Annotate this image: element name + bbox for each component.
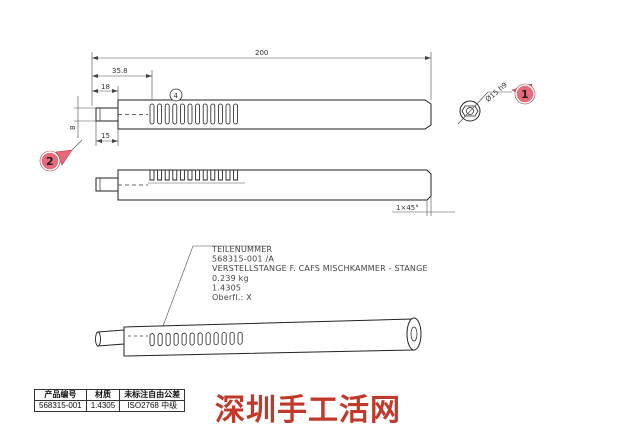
rack-slot-iso [213,332,219,346]
rack-slot-iso [165,333,171,346]
rack-slot [202,103,208,125]
rack-slots-isometric [149,331,243,347]
part-note-line: 1.4305 [212,283,241,292]
dim-pin-length: 18 [101,83,110,91]
rack-slot [217,103,223,125]
svg-text:1×45°: 1×45° [396,204,419,212]
cell-tolerance: ISO2768 中级 [119,400,186,412]
rack-slots-top [149,103,239,125]
rack-slot [179,103,185,125]
rack-slot [210,103,216,125]
cell-material: 1.4305 [85,400,121,412]
svg-text:4: 4 [174,92,179,100]
dim-pin-diameter: 8 [69,126,77,130]
rack-slot-iso [173,332,179,346]
header-product-number: 产品编号 [34,389,87,401]
rack-slot [187,103,193,125]
rack-slot-iso [237,331,243,345]
material-table: 产品编号 材质 未标注自由公差 568315-001 1.4305 ISO276… [34,389,186,412]
cell-product-number: 568315-001 [34,400,87,412]
rack-slot [225,103,231,125]
part-note-line: VERSTELLSTANGE F. CAFS MISCHKAMMER - STA… [212,264,428,273]
rack-slot [164,103,170,125]
rod-isometric [95,317,422,357]
balloon-1: 1 [511,83,536,105]
balloon-4: 4 [169,88,183,102]
rod-side-view [95,169,432,201]
end-view: Ø15 h9 [457,81,512,125]
svg-text:1: 1 [521,88,529,101]
rack-slot-iso [189,332,195,346]
dim-overall-length: 200 [255,49,268,57]
rack-slot [233,103,239,125]
dimensions-top: 200 35.8 18 15 8 [69,49,432,146]
dim-pin-length-lower: 15 [101,132,110,140]
dim-chamfer: 1×45° [392,196,455,216]
rack-slot-iso [149,333,155,347]
rack-slot [195,103,201,125]
rack-slot-iso [221,332,227,345]
part-note-line: 568315-001 /A [212,255,274,264]
rack-slot [172,103,178,125]
svg-text:2: 2 [46,155,54,168]
rack-slot [149,103,155,125]
header-tolerance: 未标注自由公差 [119,389,186,401]
watermark-text: 深圳手工活网 [215,393,401,428]
rack-slot-iso [229,331,235,345]
rod-top-view [95,99,432,130]
balloon-2: 2 [39,139,83,172]
part-note-line: Oberfl.: X [212,293,252,302]
rack-slot [157,103,163,125]
rack-teeth-profile [149,169,242,181]
rack-teeth-side [148,169,245,184]
rack-slot-iso [157,333,163,346]
header-material: 材质 [85,389,121,401]
part-note-line: 0.239 kg [212,274,249,283]
rack-slot-iso [197,332,203,346]
part-note-line: TEILENUMMER [211,245,273,254]
rack-slot-iso [181,332,187,346]
rack-slot-iso [205,332,211,346]
dim-rack-offset: 35.8 [112,67,128,75]
